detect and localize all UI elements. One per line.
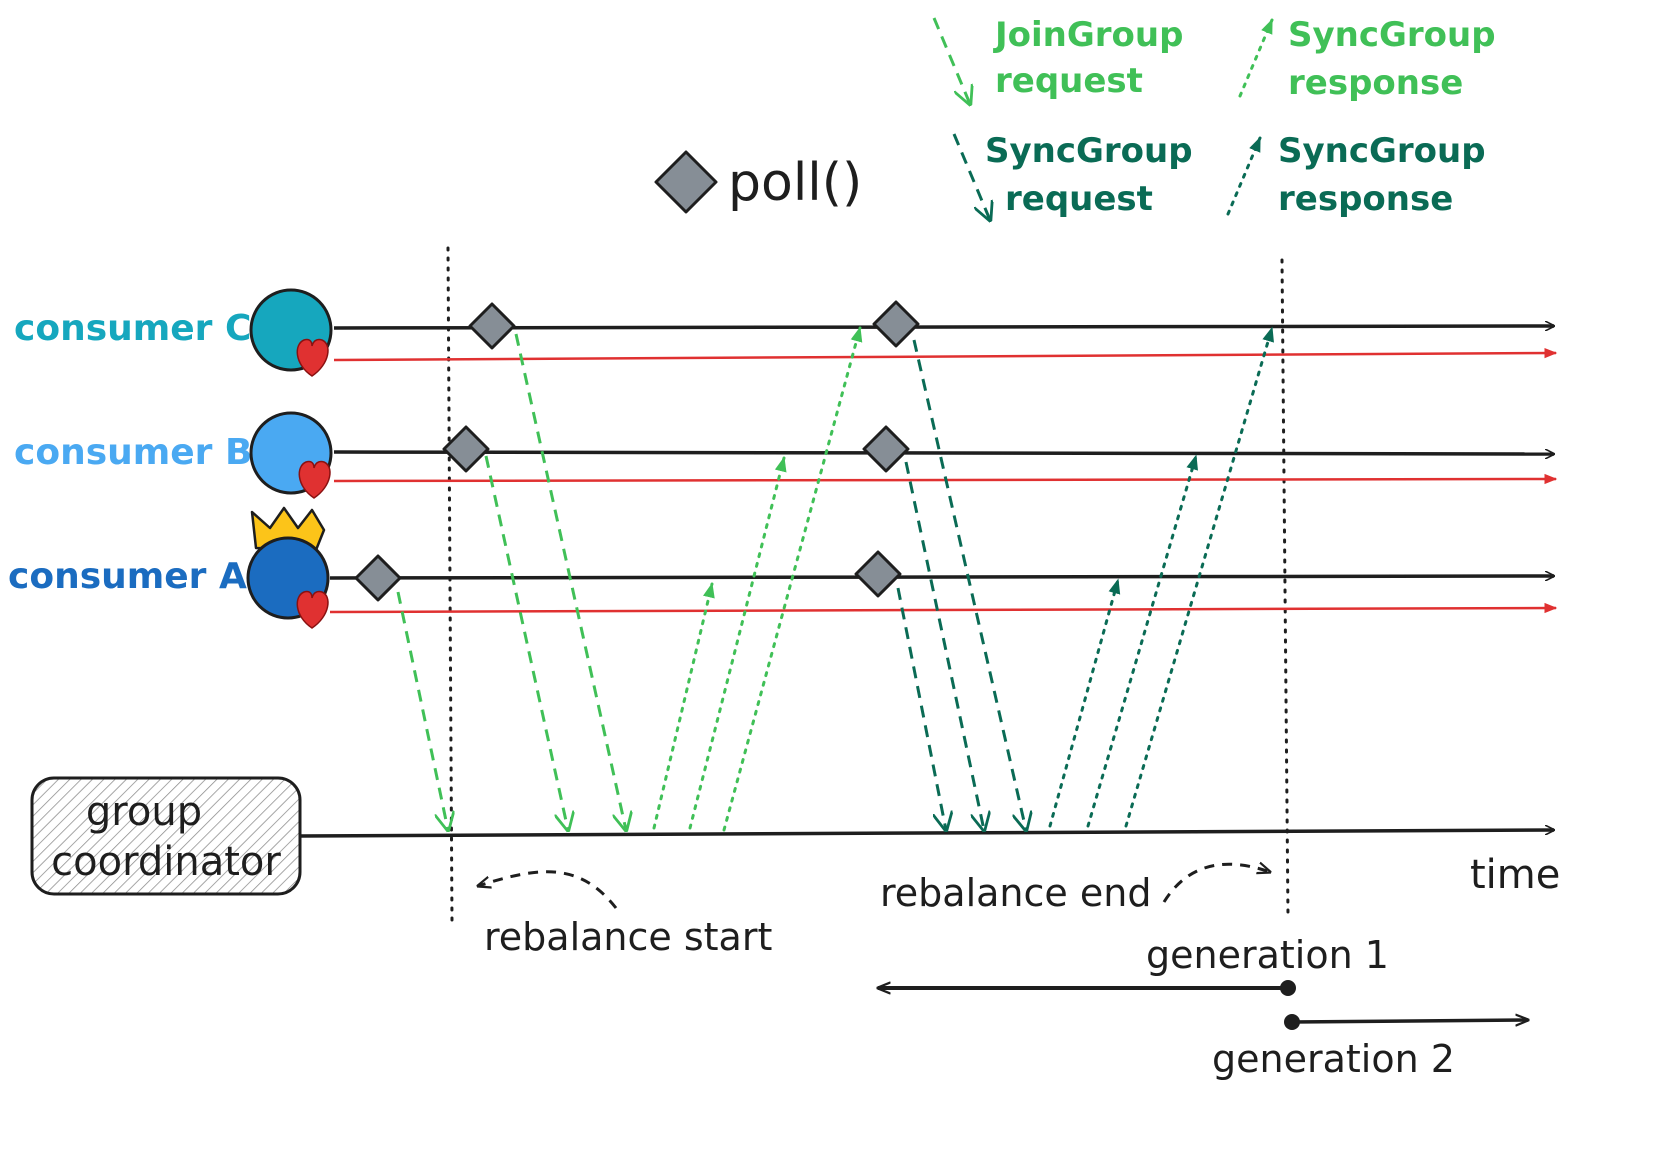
legend-poll-label: poll() <box>728 153 862 213</box>
diamond-icon <box>654 150 718 214</box>
diamond-icon <box>872 300 920 348</box>
joingroup-response-a <box>652 582 715 830</box>
syncgroup-request-b <box>904 461 984 830</box>
legend: poll() JoinGroup request SyncGroup respo… <box>654 15 1496 220</box>
legend-syncgroup-request-label-2: request <box>1005 179 1153 219</box>
legend-syncgroup-response-dark-label-1: SyncGroup <box>1278 131 1486 171</box>
diamond-icon <box>468 302 516 350</box>
legend-syncgroup-response-light-arrow <box>1238 18 1274 98</box>
syncgroup-response-b <box>1086 454 1198 828</box>
heart-icon <box>296 590 329 629</box>
legend-syncgroup-response-light-label-1: SyncGroup <box>1288 15 1496 55</box>
poll-markers <box>354 300 920 602</box>
rebalance-end-pointer <box>1162 864 1270 903</box>
legend-joingroup-request-label-1: JoinGroup <box>993 15 1183 55</box>
rebalance-end-label: rebalance end <box>880 871 1151 915</box>
rebalance-start-annotation: rebalance start <box>478 870 772 959</box>
consumer-b-label: consumer B <box>14 432 252 473</box>
diamond-icon <box>862 425 910 473</box>
time-label: time <box>1470 852 1560 898</box>
coordinator-timeline <box>299 830 1554 838</box>
group-coordinator: group coordinator time <box>30 776 1560 898</box>
group-coordinator-label-2: coordinator <box>51 839 281 885</box>
legend-joingroup-request-arrow <box>932 17 970 104</box>
syncgroup-request-a <box>896 587 946 830</box>
joingroup-responses <box>652 326 863 832</box>
legend-syncgroup-response-dark-arrow <box>1226 136 1262 216</box>
legend-poll: poll() <box>654 150 862 214</box>
generation-2: generation 2 <box>1212 1014 1528 1081</box>
legend-syncgroup-request: SyncGroup request <box>952 131 1193 220</box>
rebalance-start-boundary <box>446 246 454 924</box>
consumer-c-timeline <box>333 326 1554 328</box>
diamond-icon <box>442 425 490 473</box>
syncgroup-responses <box>1048 326 1274 828</box>
syncgroup-response-c <box>1124 326 1274 828</box>
consumer-a: consumer A <box>8 506 1558 629</box>
legend-syncgroup-response-light: SyncGroup response <box>1238 15 1496 103</box>
legend-syncgroup-request-arrow <box>952 133 990 220</box>
syncgroup-requests <box>896 339 1026 830</box>
generation-1: generation 1 <box>878 933 1389 996</box>
consumer-b-timeline <box>333 452 1554 454</box>
legend-syncgroup-request-label-1: SyncGroup <box>985 131 1193 171</box>
joingroup-response-c <box>722 326 863 832</box>
generation-2-span <box>1291 1020 1528 1022</box>
joingroup-request-b <box>484 455 568 830</box>
rebalance-start-pointer <box>478 870 618 909</box>
joingroup-request-a <box>396 591 448 830</box>
heart-icon <box>296 338 329 377</box>
group-coordinator-label-1: group <box>86 789 202 835</box>
consumer-a-heartbeat-line <box>329 602 1558 614</box>
generation-1-label: generation 1 <box>1146 933 1389 977</box>
consumer-a-label: consumer A <box>8 556 247 597</box>
crown-icon <box>250 506 326 552</box>
legend-syncgroup-response-dark: SyncGroup response <box>1226 131 1486 219</box>
rebalance-start-label: rebalance start <box>484 915 772 959</box>
joingroup-response-b <box>688 456 787 830</box>
syncgroup-request-c <box>912 339 1026 830</box>
diamond-icon <box>854 550 902 598</box>
legend-syncgroup-response-light-label-2: response <box>1288 63 1463 103</box>
joingroup-requests <box>396 333 626 830</box>
legend-syncgroup-response-dark-label-2: response <box>1278 179 1453 219</box>
consumer-c: consumer C <box>14 288 1558 377</box>
consumer-c-heartbeat-line <box>333 347 1558 362</box>
rebalance-end-boundary <box>1280 258 1290 918</box>
rebalance-end-annotation: rebalance end <box>880 864 1270 915</box>
consumer-c-label: consumer C <box>14 308 251 349</box>
syncgroup-response-a <box>1048 578 1121 828</box>
generation-2-label: generation 2 <box>1212 1037 1455 1081</box>
legend-joingroup-request: JoinGroup request <box>932 15 1183 104</box>
legend-joingroup-request-label-2: request <box>995 61 1143 101</box>
consumer-b: consumer B <box>14 411 1558 499</box>
consumer-a-timeline <box>329 576 1554 578</box>
heart-icon <box>298 460 331 499</box>
joingroup-request-c <box>514 333 626 830</box>
generation-1-start-dot <box>1280 980 1296 996</box>
diamond-icon <box>354 554 402 602</box>
